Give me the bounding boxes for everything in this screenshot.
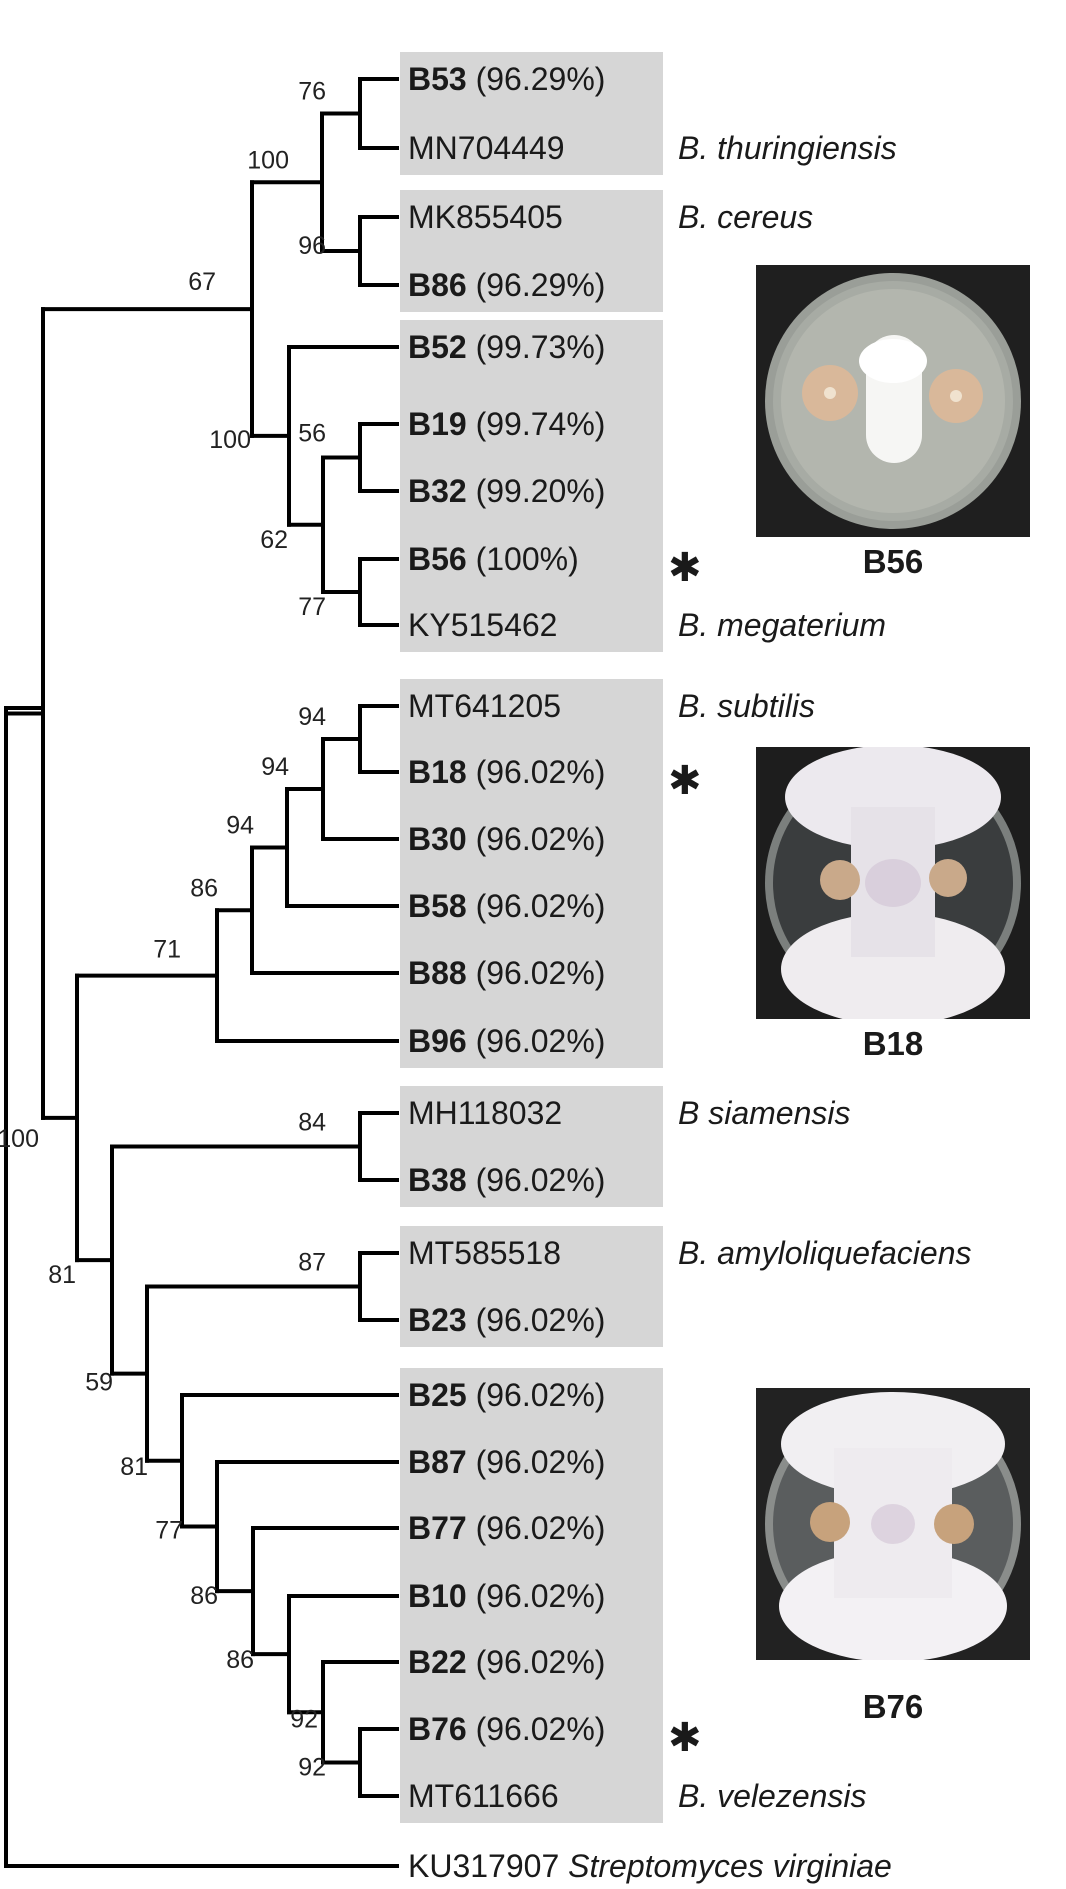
selected-strain-asterisk: ✱ [668, 758, 702, 804]
bootstrap-value: 94 [261, 753, 289, 781]
species-label: B siamensis [678, 1095, 851, 1131]
group-shading [400, 679, 663, 1068]
bootstrap-value: 94 [298, 703, 326, 731]
bootstrap-value: 87 [298, 1249, 326, 1277]
species-label: B. megaterium [678, 607, 886, 643]
leaf-label: MK855405 [408, 199, 563, 235]
leaf-label: B86 (96.29%) [408, 267, 605, 303]
bootstrap-value: 86 [226, 1646, 254, 1674]
bootstrap-value: 84 [298, 1109, 326, 1137]
leaf-label: B96 (96.02%) [408, 1023, 605, 1059]
leaf-label: B18 (96.02%) [408, 754, 605, 790]
leaf-label: B52 (99.73%) [408, 329, 605, 365]
bootstrap-value: 96 [298, 232, 326, 260]
bootstrap-value: 77 [155, 1517, 183, 1545]
bootstrap-value: 92 [290, 1705, 318, 1733]
selected-strain-asterisk: ✱ [668, 1715, 702, 1761]
leaf-label: B19 (99.74%) [408, 406, 605, 442]
species-label: B. cereus [678, 199, 813, 235]
plate-label-b56: B56 [862, 543, 924, 580]
group-shading [400, 190, 663, 312]
bootstrap-value: 100 [0, 1125, 39, 1153]
leaf-label: B38 (96.02%) [408, 1162, 605, 1198]
bootstrap-value: 86 [190, 1582, 218, 1610]
bootstrap-value: 86 [190, 874, 218, 902]
leaf-label: B77 (96.02%) [408, 1510, 605, 1546]
group-shading [400, 1086, 663, 1207]
leaf-label: B25 (96.02%) [408, 1377, 605, 1413]
species-label: B. velezensis [678, 1778, 867, 1814]
bootstrap-value: 77 [298, 593, 326, 621]
bootstrap-value: 76 [298, 78, 326, 106]
leaf-label: B58 (96.02%) [408, 888, 605, 924]
leaf-label: B32 (99.20%) [408, 473, 605, 509]
leaf-label: B22 (96.02%) [408, 1644, 605, 1680]
bootstrap-value: 100 [247, 146, 289, 174]
group-shading [400, 320, 663, 652]
species-label: B. subtilis [678, 688, 815, 724]
leaf-label: MN704449 [408, 130, 565, 166]
leaf-label: MT611666 [408, 1778, 559, 1814]
bootstrap-value: 92 [298, 1754, 326, 1782]
group-shading [400, 1368, 663, 1823]
leaf-label: B10 (96.02%) [408, 1578, 605, 1614]
leaf-label: KY515462 [408, 607, 557, 643]
bootstrap-value: 59 [85, 1369, 113, 1397]
leaf-label: B53 (96.29%) [408, 61, 605, 97]
leaf-label: MT641205 [408, 688, 561, 724]
leaf-label: B88 (96.02%) [408, 955, 605, 991]
plate-photo-b18 [756, 747, 1030, 1019]
plate-photo-b56 [756, 265, 1030, 537]
leaf-label: MT585518 [408, 1235, 561, 1271]
bootstrap-value: 67 [188, 268, 216, 296]
bootstrap-value: 62 [260, 526, 288, 554]
group-shading [400, 1226, 663, 1347]
bootstrap-value: 56 [298, 420, 326, 448]
leaf-label: B87 (96.02%) [408, 1444, 605, 1480]
species-label: B. thuringiensis [678, 130, 897, 166]
bootstrap-value: 81 [120, 1453, 148, 1481]
plate-label-b18: B18 [862, 1025, 924, 1062]
group-shading [400, 52, 663, 175]
leaf-label: B56 (100%) [408, 541, 579, 577]
leaf-label: MH118032 [408, 1095, 562, 1131]
plate-label-b76: B76 [862, 1688, 924, 1725]
bootstrap-value: 71 [153, 936, 181, 964]
selected-strain-asterisk: ✱ [668, 545, 702, 591]
plate-photo-b76 [756, 1388, 1030, 1660]
leaf-label: B30 (96.02%) [408, 821, 605, 857]
leaf-label: B76 (96.02%) [408, 1711, 605, 1747]
bootstrap-value: 100 [209, 426, 251, 454]
bootstrap-value: 81 [48, 1261, 76, 1289]
leaf-label: B23 (96.02%) [408, 1302, 605, 1338]
species-label: B. amyloliquefaciens [678, 1235, 971, 1271]
outgroup-label: KU317907 Streptomyces virginiae [408, 1848, 892, 1884]
bootstrap-value: 94 [226, 812, 254, 840]
